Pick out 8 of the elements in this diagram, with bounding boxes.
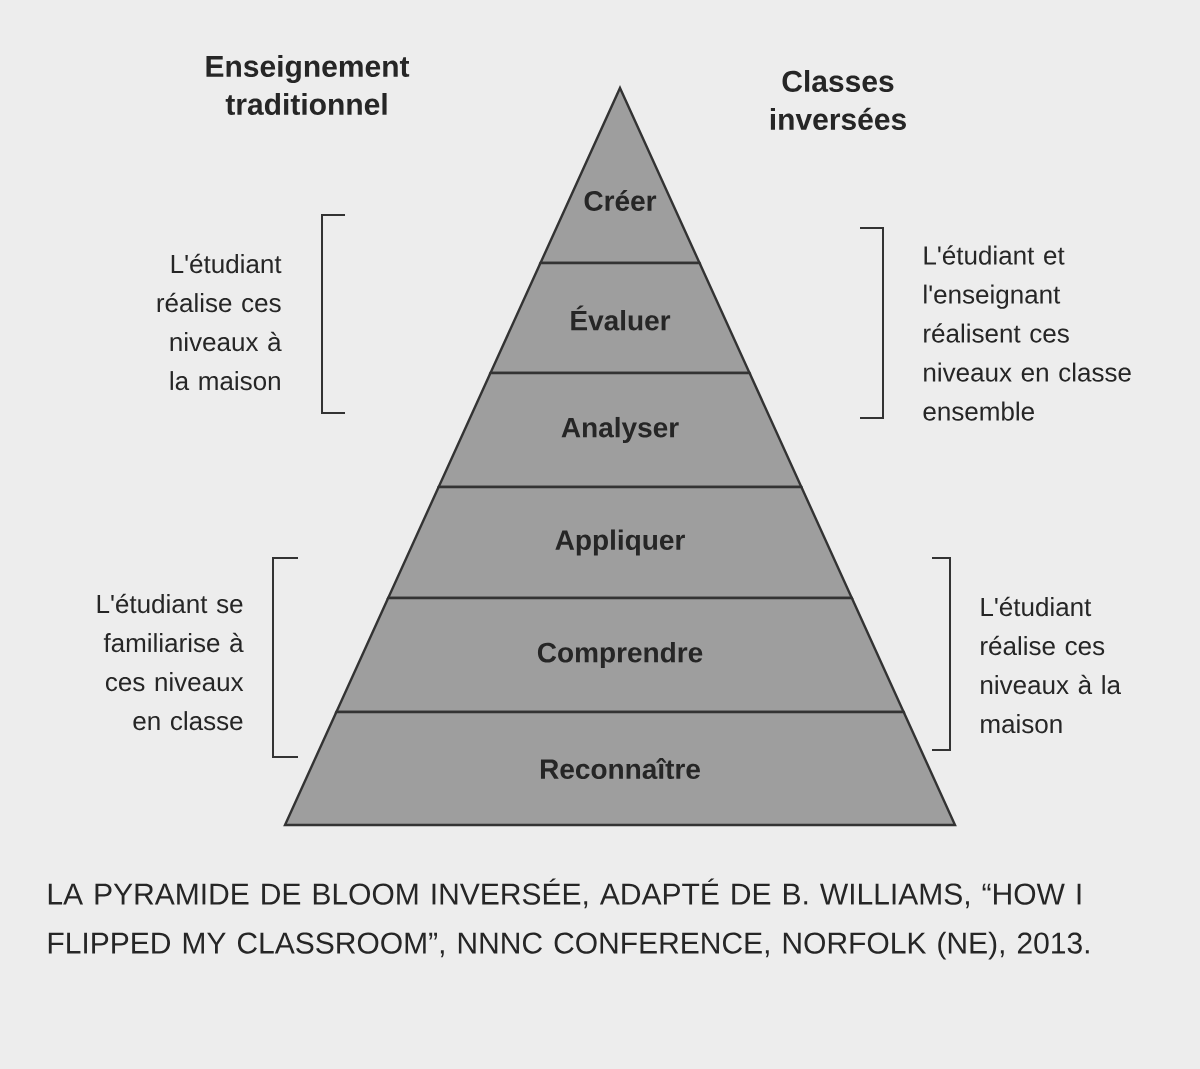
annotation-text: L'étudiant se familiarise à ces niveaux en classe <box>97 593 244 731</box>
column-heading: Enseignement traditionnel <box>206 55 410 115</box>
annotation-text: L'étudiant réalise ces niveaux à la maison <box>981 596 1121 734</box>
caption: LA PYRAMIDE DE BLOOM INVERSÉE, ADAPTÉ DE B. WILLIAMS, “HOW I FLIPPED MY CLASSROOM”, NNNC CONFERENCE, NORFOLK (NE), 2013. <box>48 878 1089 960</box>
annotation-text: L'étudiant réalise ces niveaux à la maison <box>157 253 282 391</box>
annotation-text: L'étudiant et l'enseignant réalisent ces niveaux en classe ensemble <box>923 245 1131 421</box>
pyramid-level: Reconnaître <box>283 710 957 827</box>
column-heading: Classes inversées <box>770 70 906 130</box>
